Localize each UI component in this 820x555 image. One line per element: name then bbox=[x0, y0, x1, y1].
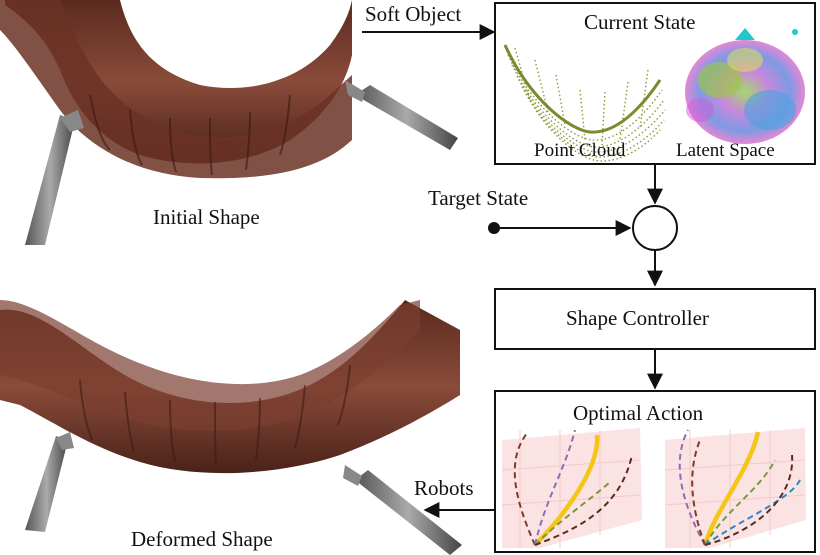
current-state-box bbox=[494, 2, 816, 165]
deformed-shape-label: Deformed Shape bbox=[131, 527, 273, 551]
optimal-action-box bbox=[494, 390, 816, 553]
current-state-title: Current State bbox=[584, 10, 696, 34]
shape-controller-box bbox=[494, 288, 816, 350]
initial-shape-image bbox=[0, 0, 458, 245]
latent-space-label: Latent Space bbox=[676, 140, 775, 161]
sum-junction bbox=[632, 205, 678, 251]
optimal-action-plot-left bbox=[501, 428, 642, 548]
optimal-action-plot-right bbox=[664, 428, 806, 548]
soft-object-label: Soft Object bbox=[365, 2, 462, 26]
shape-controller-label: Shape Controller bbox=[566, 306, 709, 330]
initial-shape-label: Initial Shape bbox=[153, 205, 260, 229]
optimal-action-title: Optimal Action bbox=[573, 401, 704, 425]
deformed-shape-image bbox=[0, 300, 462, 555]
robots-label: Robots bbox=[414, 476, 474, 500]
latent-space-plot bbox=[685, 28, 805, 144]
point-cloud-label: Point Cloud bbox=[534, 140, 626, 161]
target-state-label: Target State bbox=[428, 186, 529, 210]
